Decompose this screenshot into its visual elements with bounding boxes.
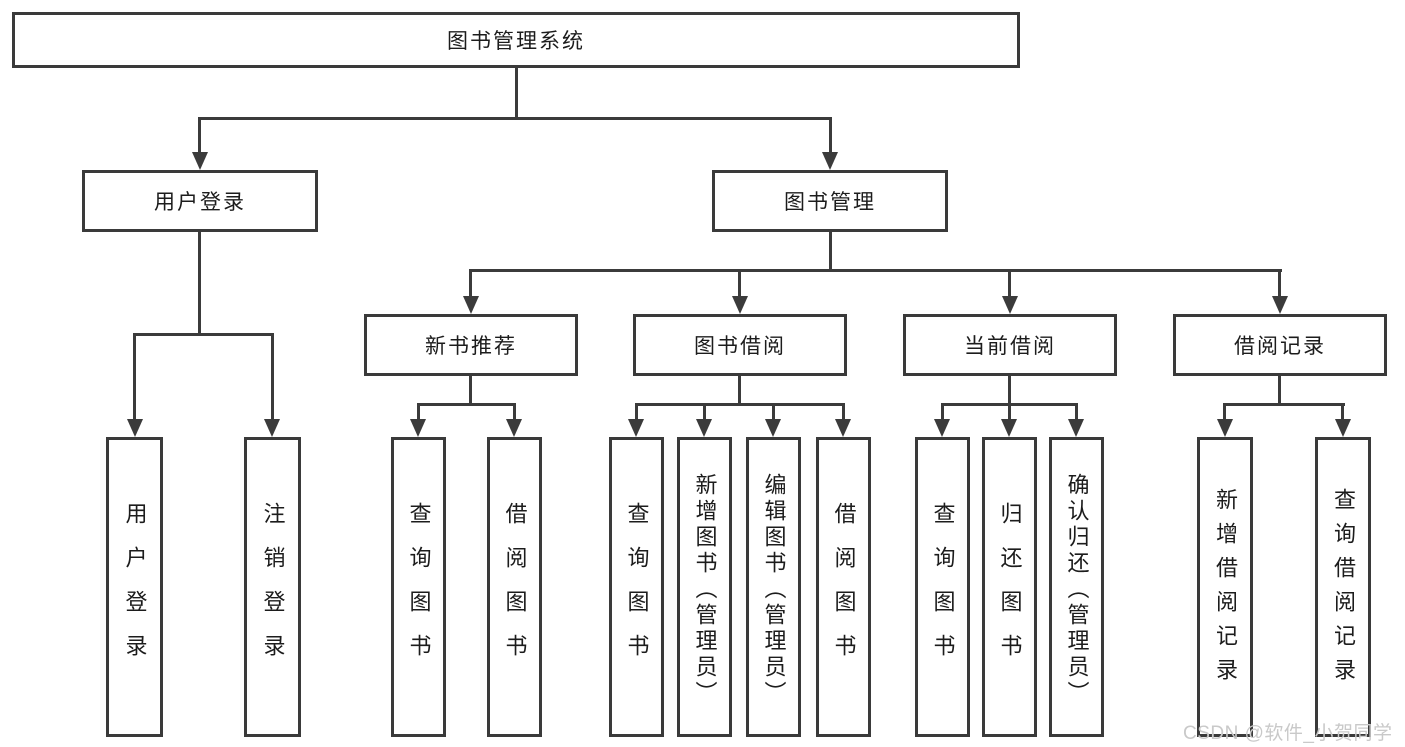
node-book-borrow: 图书借阅 xyxy=(633,314,847,376)
connector-line xyxy=(417,403,420,420)
leaf-query-books-borrow: 查询图书 xyxy=(609,437,664,737)
node-current-borrow: 当前借阅 xyxy=(903,314,1117,376)
connector-line xyxy=(469,269,472,297)
connector-line xyxy=(829,232,832,272)
connector-line xyxy=(1075,403,1078,420)
leaf-logout: 注销登录 xyxy=(244,437,301,737)
connector-line xyxy=(515,68,518,120)
connector-line xyxy=(271,333,274,419)
csdn-watermark: CSDN @软件_小贺同学 xyxy=(1183,723,1393,744)
connector-line xyxy=(133,333,274,336)
arrow-down-icon xyxy=(1001,419,1017,437)
connector-line xyxy=(198,232,201,336)
arrow-down-icon xyxy=(628,419,644,437)
connector-line xyxy=(469,376,472,406)
arrow-down-icon xyxy=(463,296,479,314)
leaf-borrow-books-borrow: 借阅图书 xyxy=(816,437,871,737)
arrow-down-icon xyxy=(835,419,851,437)
connector-line xyxy=(738,376,741,406)
node-borrow-records: 借阅记录 xyxy=(1173,314,1387,376)
connector-line xyxy=(133,333,136,419)
connector-line xyxy=(703,403,706,420)
connector-line xyxy=(1008,376,1011,406)
leaf-add-book-admin: 新增图书（管理员） xyxy=(677,437,732,737)
connector-line xyxy=(513,403,516,420)
connector-line xyxy=(1341,403,1344,420)
leaf-query-books-current: 查询图书 xyxy=(915,437,970,737)
connector-line xyxy=(1223,403,1226,420)
arrow-down-icon xyxy=(696,419,712,437)
leaf-confirm-return-admin: 确认归还（管理员） xyxy=(1049,437,1104,737)
arrow-down-icon xyxy=(506,419,522,437)
leaf-query-borrow-record: 查询借阅记录 xyxy=(1315,437,1371,737)
arrow-down-icon xyxy=(1002,296,1018,314)
connector-line xyxy=(1278,376,1281,406)
connector-line xyxy=(772,403,775,420)
arrow-down-icon xyxy=(732,296,748,314)
connector-line xyxy=(829,117,832,155)
arrow-down-icon xyxy=(1335,419,1351,437)
connector-line xyxy=(738,269,741,297)
node-new-book-recommend: 新书推荐 xyxy=(364,314,578,376)
connector-line xyxy=(1278,269,1281,297)
node-book-management: 图书管理 xyxy=(712,170,948,232)
connector-line xyxy=(417,403,516,406)
arrow-down-icon xyxy=(822,152,838,170)
connector-line xyxy=(1008,269,1011,297)
arrow-down-icon xyxy=(1217,419,1233,437)
arrow-down-icon xyxy=(264,419,280,437)
connector-line xyxy=(1008,403,1011,420)
arrow-down-icon xyxy=(934,419,950,437)
node-user-login: 用户登录 xyxy=(82,170,318,232)
leaf-user-login: 用户登录 xyxy=(106,437,163,737)
arrow-down-icon xyxy=(410,419,426,437)
arrow-down-icon xyxy=(1272,296,1288,314)
node-root-system: 图书管理系统 xyxy=(12,12,1020,68)
leaf-return-books: 归还图书 xyxy=(982,437,1037,737)
connector-line xyxy=(635,403,845,406)
connector-line xyxy=(842,403,845,420)
arrow-down-icon xyxy=(1068,419,1084,437)
arrow-down-icon xyxy=(127,419,143,437)
arrow-down-icon xyxy=(765,419,781,437)
leaf-query-books-newbook: 查询图书 xyxy=(391,437,446,737)
connector-line xyxy=(469,269,1282,272)
connector-line xyxy=(635,403,638,420)
connector-line xyxy=(1223,403,1345,406)
leaf-borrow-books-newbook: 借阅图书 xyxy=(487,437,542,737)
connector-line xyxy=(198,117,201,155)
arrow-down-icon xyxy=(192,152,208,170)
connector-line xyxy=(941,403,944,420)
leaf-edit-book-admin: 编辑图书（管理员） xyxy=(746,437,801,737)
leaf-add-borrow-record: 新增借阅记录 xyxy=(1197,437,1253,737)
connector-line xyxy=(198,117,832,120)
